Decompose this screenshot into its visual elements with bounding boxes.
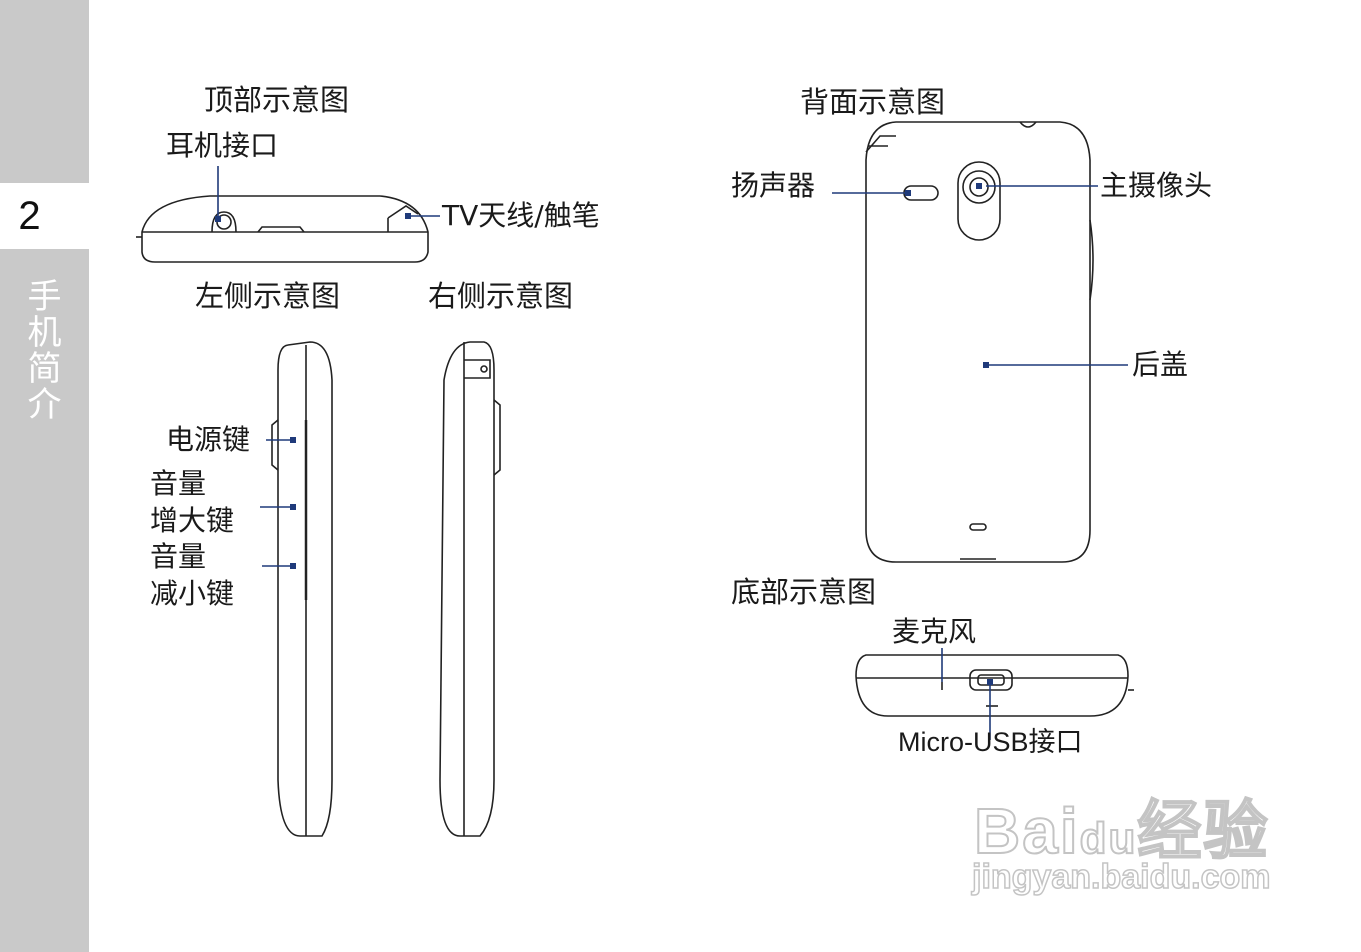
volume-down-label-line2: 减小键 xyxy=(150,577,235,610)
right-view-heading: 右侧示意图 xyxy=(428,279,574,313)
top-view-drawing xyxy=(136,195,429,263)
speaker-label: 扬声器 xyxy=(731,169,816,202)
volume-up-label-line2: 增大键 xyxy=(150,504,235,537)
watermark-url: jingyan.baidu.com xyxy=(971,857,1271,897)
tv-antenna-label: TV天线/触笔 xyxy=(442,199,600,232)
top-view-heading: 顶部示意图 xyxy=(204,83,350,117)
left-view-heading: 左侧示意图 xyxy=(195,279,341,313)
page-number: 2 xyxy=(0,183,89,249)
back-cover-label: 后盖 xyxy=(1132,348,1189,381)
power-key-label: 电源键 xyxy=(166,423,251,456)
section-title: 手机简介 xyxy=(21,278,61,422)
usb-port-label: Micro-USB接口 xyxy=(898,727,1083,757)
volume-down-label-line1: 音量 xyxy=(150,540,207,573)
sidebar xyxy=(0,0,89,952)
baidu-watermark: Baidu经验 jingyan.baidu.com xyxy=(968,770,1278,900)
bottom-view-heading: 底部示意图 xyxy=(731,575,877,609)
back-view-heading: 背面示意图 xyxy=(800,85,946,119)
watermark-logo: Baidu经验 xyxy=(973,794,1270,868)
callout-lines xyxy=(217,166,1128,740)
main-camera-label: 主摄像头 xyxy=(1100,169,1213,202)
microphone-label: 麦克风 xyxy=(892,615,977,648)
headphone-jack-label: 耳机接口 xyxy=(166,129,279,162)
right-side-drawing xyxy=(439,341,501,837)
volume-up-label-line1: 音量 xyxy=(150,467,207,500)
bottom-view-drawing xyxy=(855,654,1134,717)
back-view-drawing xyxy=(865,121,1094,563)
callout-dots xyxy=(215,183,993,685)
left-side-drawing xyxy=(271,341,333,837)
